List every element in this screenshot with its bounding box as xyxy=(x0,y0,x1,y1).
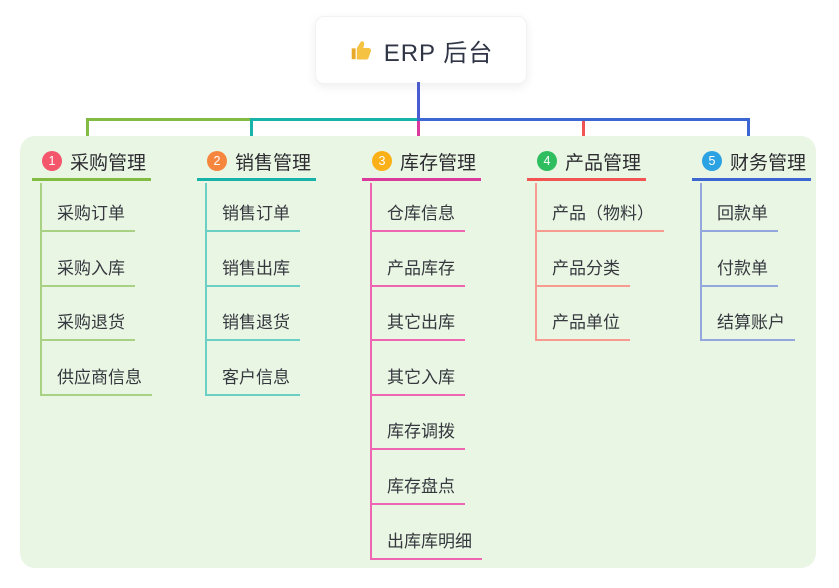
branch-number-badge: 4 xyxy=(537,151,557,171)
connector-branch5-horizontal xyxy=(417,118,750,121)
branch-spine xyxy=(205,183,207,396)
child-node[interactable]: 采购订单 xyxy=(40,204,135,232)
branch-title-label: 财务管理 xyxy=(730,152,807,174)
branch-node-4[interactable]: 4 产品管理 xyxy=(527,148,646,181)
connector-branch4-drop xyxy=(582,121,585,146)
branch-number-badge: 2 xyxy=(207,151,227,171)
child-node[interactable]: 采购退货 xyxy=(40,313,135,342)
branch-title-label: 库存管理 xyxy=(400,152,477,174)
thumbs-up-icon xyxy=(351,41,371,60)
child-node[interactable]: 供应商信息 xyxy=(40,368,152,396)
branch-number-badge: 3 xyxy=(372,151,392,171)
branch-number-badge: 5 xyxy=(702,151,722,171)
branch-node-2[interactable]: 2 销售管理 xyxy=(197,148,316,181)
child-node[interactable]: 其它出库 xyxy=(370,313,465,342)
branch-spine xyxy=(535,183,537,342)
connector-root-vertical xyxy=(417,82,420,118)
child-node[interactable]: 产品库存 xyxy=(370,259,465,287)
child-node[interactable]: 其它入库 xyxy=(370,368,465,396)
child-node[interactable]: 付款单 xyxy=(700,259,778,287)
connector-branch2-drop xyxy=(250,118,253,146)
branch-spine xyxy=(40,183,42,396)
child-node[interactable]: 库存盘点 xyxy=(370,477,465,505)
connector-branch1-horizontal xyxy=(86,118,253,121)
child-node[interactable]: 回款单 xyxy=(700,204,778,232)
child-node[interactable]: 仓库信息 xyxy=(370,204,465,232)
child-node[interactable]: 出库库明细 xyxy=(370,532,482,560)
branch-node-1[interactable]: 1 采购管理 xyxy=(32,148,151,181)
child-node[interactable]: 产品单位 xyxy=(535,313,630,342)
branch-title-label: 销售管理 xyxy=(235,152,312,174)
branch-title-label: 采购管理 xyxy=(70,152,147,174)
child-node[interactable]: 结算账户 xyxy=(700,313,795,342)
branch-title-label: 产品管理 xyxy=(565,152,642,174)
root-node-erp-backend[interactable]: ERP 后台 xyxy=(315,16,527,84)
child-node[interactable]: 销售退货 xyxy=(205,313,300,342)
child-node[interactable]: 库存调拨 xyxy=(370,422,465,451)
child-node[interactable]: 产品分类 xyxy=(535,259,630,287)
connector-branch3-drop xyxy=(417,121,420,146)
root-node-label: ERP 后台 xyxy=(383,39,494,67)
connector-branch2-horizontal xyxy=(250,118,420,121)
child-node[interactable]: 客户信息 xyxy=(205,368,300,396)
child-node[interactable]: 采购入库 xyxy=(40,259,135,287)
child-node[interactable]: 产品（物料） xyxy=(535,204,664,232)
connector-branch5-drop xyxy=(747,118,750,146)
branch-node-3[interactable]: 3 库存管理 xyxy=(362,148,481,181)
connector-branch1-drop xyxy=(86,118,89,146)
mindmap-panel xyxy=(20,136,816,568)
branch-node-5[interactable]: 5 财务管理 xyxy=(692,148,811,181)
child-node[interactable]: 销售出库 xyxy=(205,259,300,287)
child-node[interactable]: 销售订单 xyxy=(205,204,300,232)
branch-number-badge: 1 xyxy=(42,151,62,171)
branch-spine xyxy=(700,183,702,342)
branch-spine xyxy=(370,183,372,560)
